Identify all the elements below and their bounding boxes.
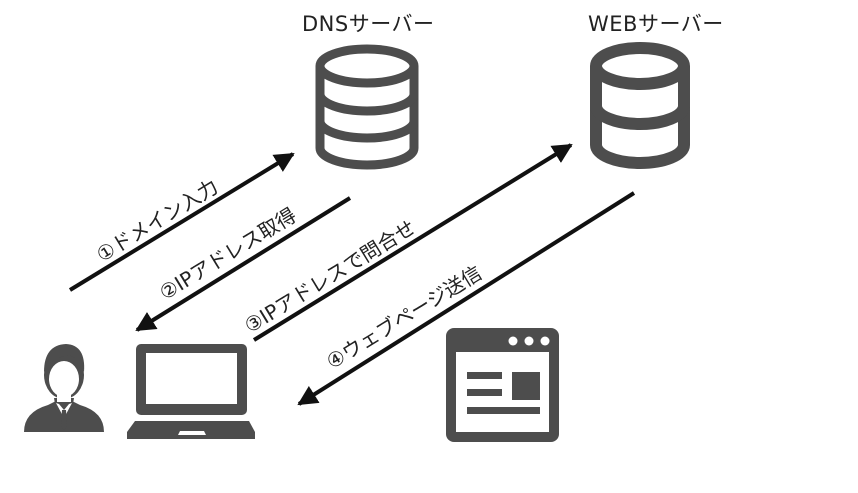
- laptop-icon: [127, 344, 255, 439]
- arrow-step-4: [297, 191, 636, 406]
- arrow-step-2: [135, 196, 352, 332]
- dns-database-icon: [315, 44, 419, 170]
- webpage-icon: [446, 328, 559, 442]
- user-icon: [24, 344, 104, 432]
- web-database-icon: [590, 42, 690, 169]
- arrow-step-1: [68, 152, 295, 292]
- dns-server-label: DNSサーバー: [302, 12, 435, 36]
- web-server-label: WEBサーバー: [588, 12, 724, 36]
- arrow-step-3: [252, 143, 573, 342]
